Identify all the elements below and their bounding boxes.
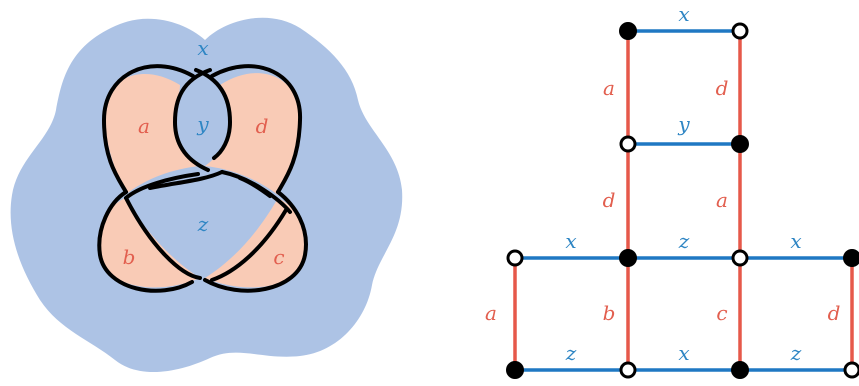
node-black — [731, 135, 749, 153]
label-bottom-left-z: z — [565, 341, 577, 365]
label-row3-right-x: x — [790, 229, 801, 253]
label-row3-center-z: z — [678, 229, 690, 253]
label-bottom-center-x: x — [678, 341, 689, 365]
label-bottom-right-z: z — [790, 341, 802, 365]
knot-label-x: x — [197, 36, 208, 60]
label-mid-right-a: a — [716, 188, 728, 212]
node-black — [843, 249, 859, 267]
node-black — [619, 22, 637, 40]
knot-strands — [97, 64, 308, 293]
label-upper-left-a: a — [603, 76, 615, 100]
node-white — [843, 361, 859, 379]
knot-label-d: d — [256, 114, 269, 138]
label-row2-y: y — [677, 112, 690, 136]
label-lower-b: b — [603, 301, 616, 325]
label-row3-left-x: x — [565, 229, 576, 253]
knot-label-b: b — [123, 245, 136, 269]
label-lower-left-a: a — [485, 301, 497, 325]
node-black — [619, 249, 637, 267]
label-upper-right-d: d — [716, 76, 729, 100]
label-lower-c: c — [716, 301, 727, 325]
label-mid-left-d: d — [603, 188, 616, 212]
grid-graph: x y x z x z x z a d d a a b c d — [485, 2, 859, 379]
node-white — [619, 135, 637, 153]
knot-diagram: x y z a d b c — [10, 17, 403, 373]
knot-label-z: z — [197, 212, 209, 236]
knot-label-c: c — [273, 245, 284, 269]
label-top-x: x — [678, 2, 689, 26]
node-white — [506, 249, 524, 267]
knot-label-y: y — [196, 112, 209, 136]
node-black — [731, 361, 749, 379]
node-white — [619, 361, 637, 379]
node-white — [731, 22, 749, 40]
node-black — [506, 361, 524, 379]
label-lower-right-d: d — [828, 301, 841, 325]
node-white — [731, 249, 749, 267]
knot-label-a: a — [138, 114, 150, 138]
